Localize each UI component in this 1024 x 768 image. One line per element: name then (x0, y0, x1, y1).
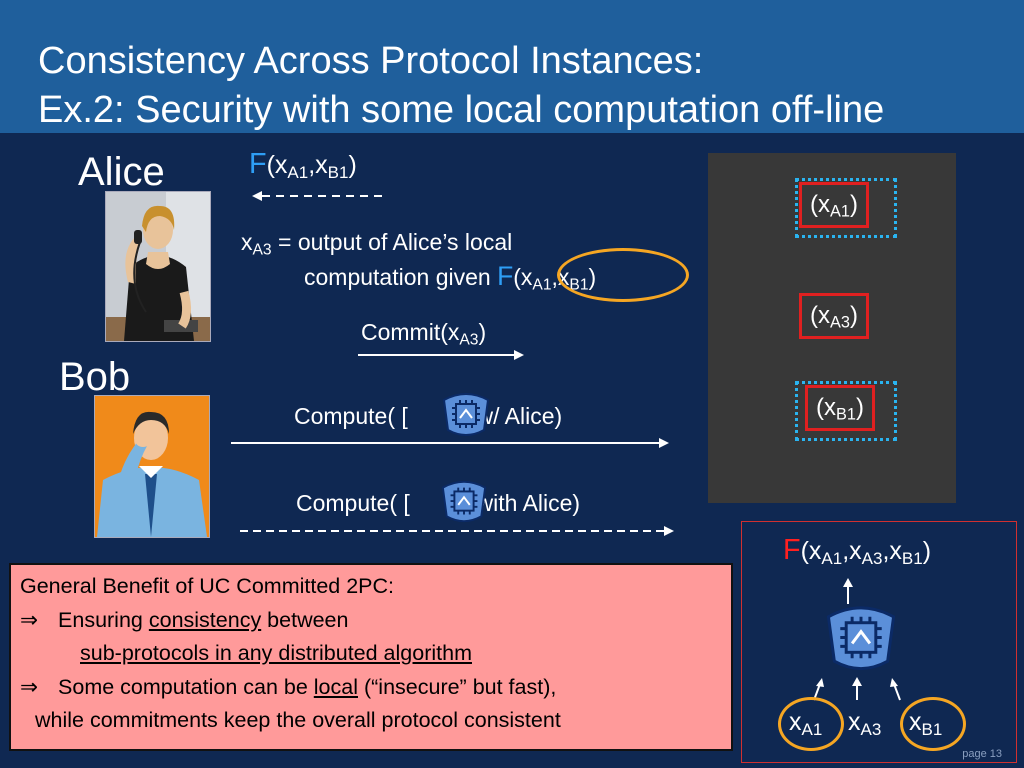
slide-title-line-2: Ex.2: Security with some local computati… (38, 89, 885, 131)
bob-photo (94, 395, 210, 538)
circuit-chip-icon (441, 480, 487, 523)
benefit-item-consistency-cont: sub-protocols in any distributed algorit… (80, 641, 472, 665)
benefit-item-local-cont: while commitments keep the overall proto… (35, 708, 561, 732)
compute-secure-arrow (231, 438, 669, 448)
alice-label: Alice (78, 150, 165, 194)
f-symbol: F (497, 261, 514, 291)
highlight-ring-xb1 (900, 697, 966, 751)
benefit-heading: General Benefit of UC Committed 2PC: (20, 574, 395, 598)
compute-offline-dashed-arrow (240, 526, 674, 536)
f-output-label: F(xA1,xB1) (249, 148, 357, 182)
highlight-ring-xa1 (778, 697, 844, 751)
bob-label: Bob (59, 355, 131, 399)
alice-photo (105, 191, 211, 342)
input-xa3: xA3 (848, 708, 882, 739)
circuit-chip-icon (442, 393, 490, 436)
f-full-label: F(xA1,xA3,xB1) (783, 534, 932, 568)
page-number: page 13 (962, 748, 1002, 760)
value-box-xa3: (xA3) (799, 293, 869, 339)
dotted-box-xa1 (795, 178, 897, 238)
value-box-xb1: (xB1) (805, 385, 875, 431)
compute-offline-label: Compute( [] with Alice) (296, 490, 581, 516)
value-box-xa1: (xA1) (799, 182, 869, 228)
commit-label: Commit(xA3) (361, 319, 487, 349)
benefit-box: General Benefit of UC Committed 2PC: ⇒En… (9, 563, 733, 751)
xa3-definition-line-1: xA3 = output of Alice’s local (241, 229, 513, 259)
f-symbol: F (249, 148, 267, 180)
dashed-arrow-to-alice (252, 191, 386, 201)
arrow-icon (843, 578, 853, 604)
benefit-item-local: ⇒Some computation can be local (“insecur… (20, 674, 557, 699)
dotted-box-xb1 (795, 381, 897, 441)
function-evaluation-box (741, 521, 1017, 763)
benefit-item-consistency: ⇒Ensuring consistency between (20, 607, 349, 632)
commit-arrow (358, 350, 524, 360)
f-symbol: F (783, 534, 801, 566)
circuit-chip-icon (826, 606, 896, 671)
slide-title-line-1: Consistency Across Protocol Instances: (38, 40, 704, 82)
xa3-definition-line-2: computation given F(xA1,xB1) (304, 261, 597, 294)
highlight-ring-inputs (557, 248, 689, 302)
compute-secure-label: Compute( [] w/ Alice) (294, 403, 563, 429)
title-bar (0, 0, 1024, 133)
commitment-store-panel (708, 153, 956, 503)
